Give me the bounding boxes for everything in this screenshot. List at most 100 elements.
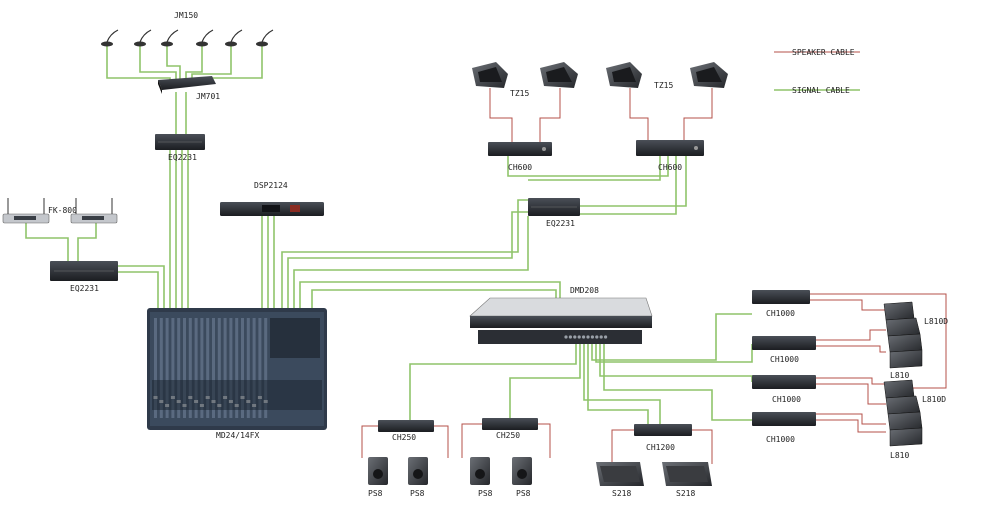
label-l810-b: L810 [890, 451, 909, 460]
line-array-upper [883, 301, 923, 369]
dmd-output-port [568, 335, 573, 339]
ch250-left-unit [378, 420, 434, 432]
dmd208-unit [469, 297, 653, 344]
ch1200-unit [634, 424, 692, 436]
label-ps8-4: PS8 [516, 489, 531, 498]
label-fk800: FK-800 [48, 206, 77, 215]
label-eq-top: EQ2231 [168, 153, 197, 162]
speaker-cables [361, 51, 947, 464]
mixer-channel-strip [183, 318, 186, 418]
microphone-icon [101, 29, 119, 47]
label-eq-right: EQ2231 [546, 219, 575, 228]
label-tz15-b: TZ15 [654, 81, 673, 90]
label-l810d-b: L810D [922, 395, 946, 404]
label-ch250-a: CH250 [392, 433, 416, 442]
dmd-output-port [595, 335, 599, 339]
mixer-channel-strip [217, 318, 221, 418]
label-s218-a: S218 [612, 489, 631, 498]
mixer-channel-strip [171, 318, 175, 418]
label-ps8-1: PS8 [368, 489, 383, 498]
mixer-channel-strip [223, 318, 227, 418]
mixer-channel-strip [241, 318, 244, 418]
dmd-output-port [564, 335, 568, 339]
mixer-channel-strip [235, 318, 239, 418]
microphones [101, 29, 274, 47]
label-jm701: JM701 [196, 92, 220, 101]
jm701-unit [158, 76, 216, 94]
label-ch1200: CH1200 [646, 443, 675, 452]
label-l810-a: L810 [890, 371, 909, 380]
dmd-output-port [586, 335, 590, 339]
label-s218-b: S218 [676, 489, 695, 498]
ch1000-unit-2 [752, 336, 816, 350]
label-ch600-b: CH600 [658, 163, 682, 172]
eq2231-left-unit [50, 261, 118, 281]
label-l810d-a: L810D [924, 317, 948, 326]
line-array-lower [883, 379, 923, 447]
mixer-channel-strip [229, 318, 233, 418]
ch1000-unit-1 [752, 290, 810, 304]
ps8-speaker [512, 457, 532, 485]
tz15-speaker [540, 62, 578, 88]
label-mixer: MD24/14FX [216, 431, 260, 440]
mixer-channel-strip [252, 318, 256, 418]
dmd-output-port [599, 335, 603, 339]
ch1000-unit-3 [752, 375, 816, 389]
eq2231-top-unit [155, 134, 205, 150]
ps8-speaker [368, 457, 388, 485]
label-ps8-2: PS8 [410, 489, 425, 498]
label-ch600-a: CH600 [508, 163, 532, 172]
s218-subwoofer [596, 462, 644, 486]
mixer-channel-strip [264, 318, 268, 418]
mixer-channel-strip [188, 318, 192, 418]
ps8-speaker [408, 457, 428, 485]
mixer-channel-strip [206, 318, 210, 418]
microphone-icon [196, 29, 214, 47]
tz15-speaker [606, 62, 642, 88]
mixer-channel-strip [258, 318, 262, 418]
microphone-icon [134, 29, 152, 47]
label-jm150: JM150 [174, 11, 198, 20]
dmd-output-port [573, 335, 577, 339]
mixer-channel-strip [246, 318, 250, 418]
microphone-icon [225, 29, 243, 47]
fk800-receiver-right [70, 198, 118, 224]
ch250-right-unit [482, 418, 538, 430]
dmd-output-port [582, 335, 586, 339]
microphone-icon [256, 29, 274, 47]
tz15-speaker [472, 62, 508, 88]
eq2231-right-unit [528, 198, 580, 216]
mixer-console [147, 308, 327, 430]
label-ch250-b: CH250 [496, 431, 520, 440]
label-ps8-3: PS8 [478, 489, 493, 498]
label-tz15-a: TZ15 [510, 89, 529, 98]
mixer-channel-strip [177, 318, 181, 418]
mixer-channel-strip [212, 318, 215, 418]
legend-speaker-cable: SPEAKER CABLE [792, 48, 855, 57]
ch600-right-unit [636, 140, 704, 156]
label-ch1000-3: CH1000 [772, 395, 801, 404]
dsp2124-unit [220, 202, 324, 216]
labels: JM150 JM701 EQ2231 FK-800 EQ2231 DSP2124… [48, 11, 948, 498]
label-dsp2124: DSP2124 [254, 181, 288, 190]
mixer-channel-strip [154, 318, 157, 418]
fk800-receiver-left [2, 198, 50, 224]
mixer-channel-strip [159, 318, 163, 418]
ps8-speaker [470, 457, 490, 485]
mixer-channel-strip [194, 318, 198, 418]
ch600-left-unit [488, 142, 552, 156]
label-eq-left: EQ2231 [70, 284, 99, 293]
label-ch1000-4: CH1000 [766, 435, 795, 444]
mixer-channel-strip [200, 318, 204, 418]
mixer-channel-strip [165, 318, 169, 418]
tz15-speaker [690, 62, 728, 88]
microphone-icon [161, 29, 179, 47]
dmd-output-port [604, 335, 608, 339]
signal-cables [25, 46, 753, 424]
label-dmd208: DMD208 [570, 286, 599, 295]
legend-signal-cable: SIGNAL CABLE [792, 86, 850, 95]
s218-subwoofer [662, 462, 712, 486]
dmd-output-port [590, 335, 595, 339]
dmd-output-port [577, 335, 581, 339]
